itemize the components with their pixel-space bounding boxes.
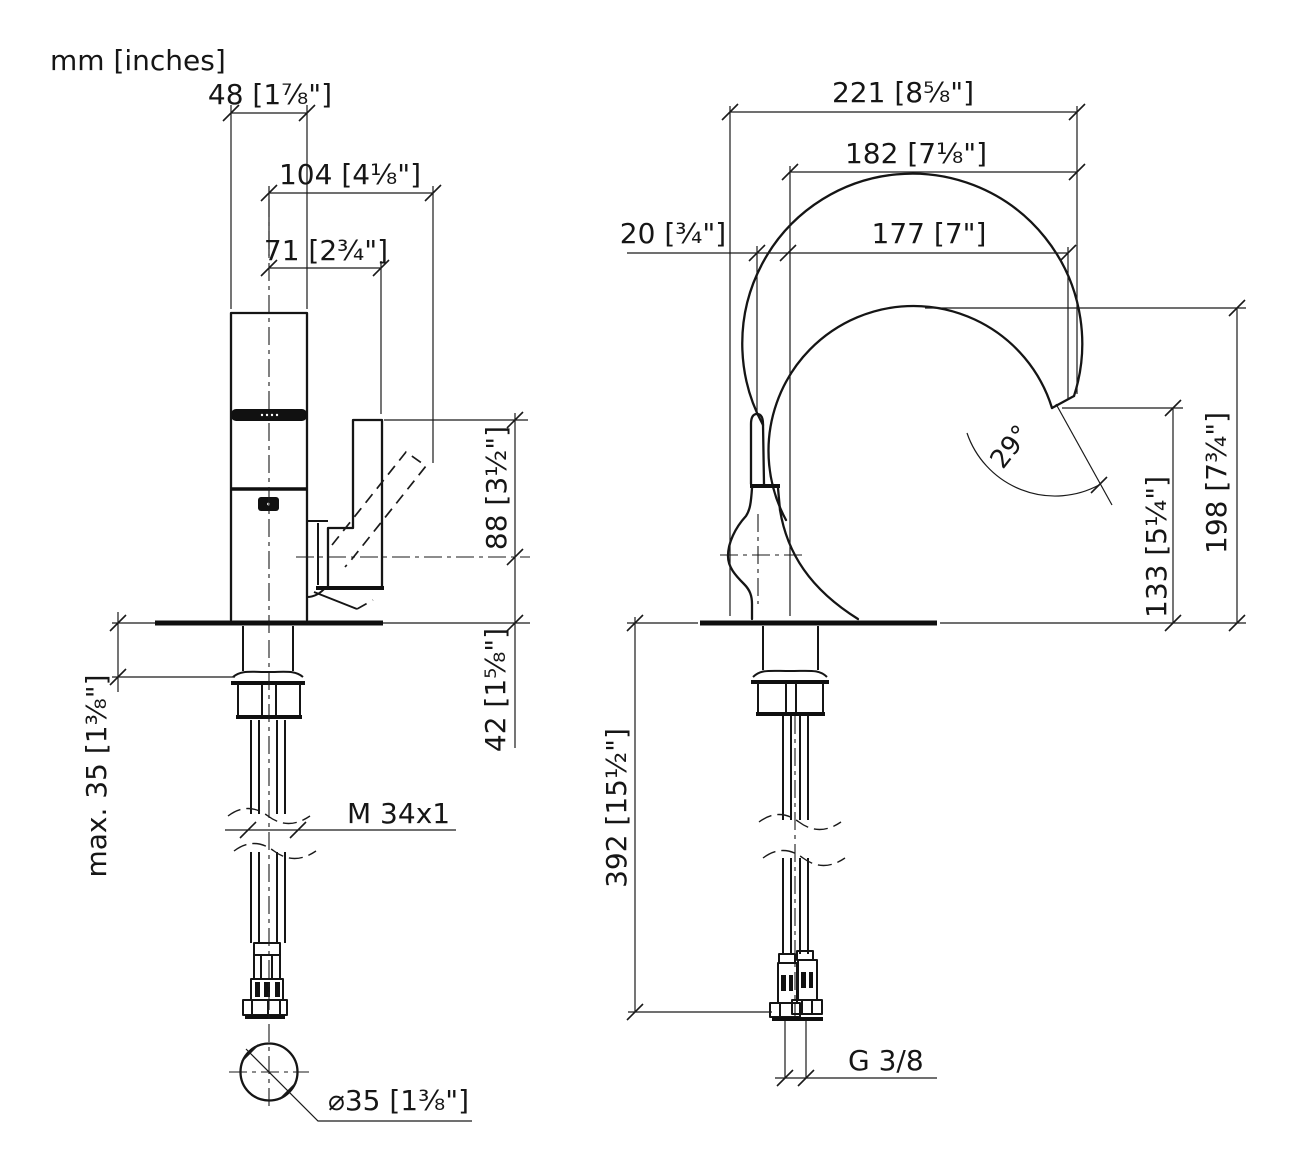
- dim-front-width-top: [222, 104, 316, 309]
- front-break-line-upper: [227, 807, 311, 825]
- side-break-line-lower: [762, 849, 846, 867]
- label-side-supply-thread: G 3/8: [848, 1044, 924, 1077]
- label-side-upper-projection: 182 [7¹⁄₈"]: [845, 137, 987, 170]
- side-hose-connectors: [769, 950, 823, 1078]
- dim-front-outlet-heights: [383, 411, 530, 748]
- side-break-line-upper: [758, 813, 842, 831]
- dimension-graphics: [109, 103, 1246, 1122]
- side-connector-extension-lines: [784, 1021, 807, 1078]
- front-break-line-lower: [233, 842, 317, 860]
- dim-side-reach: [627, 244, 1077, 412]
- side-cartridge-centerlines: [720, 514, 802, 604]
- dim-side-outlet-height: [1062, 399, 1183, 632]
- dim-side-supply-thread-leader: [775, 1069, 937, 1087]
- front-shank-and-nut: [231, 626, 305, 719]
- label-side-handle-offset: 20 [³⁄₄"]: [620, 217, 726, 250]
- front-hose-connectors: [242, 942, 288, 1019]
- label-side-spout-reach: 177 [7"]: [872, 217, 987, 250]
- label-front-hole-diameter: ⌀35 [1³⁄₈"]: [328, 1084, 469, 1117]
- units-label: mm [inches]: [50, 44, 226, 77]
- dim-front-projection: [260, 184, 442, 463]
- dim-front-shank-thread-leader: [225, 821, 456, 839]
- label-side-outlet-height: 133 [5¹⁄₄"]: [1140, 476, 1173, 618]
- label-side-overall-projection: 221 [8⁵⁄₈"]: [832, 76, 974, 109]
- side-supply-hoses: [758, 716, 846, 1016]
- dim-front-spout-width: [260, 259, 390, 414]
- front-supply-hoses: [227, 720, 317, 943]
- label-front-max-thickness: max. 35 [1³⁄₈"]: [80, 675, 113, 878]
- side-body-profile: [726, 486, 860, 621]
- side-spout-tip-face: [1050, 394, 1076, 410]
- side-view: [700, 172, 1084, 1078]
- label-side-spout-angle: 29°: [985, 420, 1037, 475]
- side-spout-arc: [741, 172, 1084, 522]
- dim-side-upper-projection: [781, 163, 1086, 616]
- dim-front-hole-diameter-leader: [241, 1044, 472, 1122]
- label-front-outlet-height: 88 [3¹⁄₂"]: [480, 426, 513, 550]
- dim-side-overall-projection: [721, 103, 1086, 616]
- front-outlet-housing: [306, 418, 384, 598]
- label-front-shank-thread: M 34x1: [347, 797, 450, 830]
- label-front-width-top: 48 [1⁷⁄₈"]: [208, 78, 332, 111]
- dim-side-spout-angle: [966, 403, 1113, 506]
- label-front-spout-width: 71 [2³⁄₄"]: [264, 234, 388, 267]
- front-view: [155, 199, 530, 1110]
- dim-side-overall-height: [925, 299, 1246, 632]
- dim-front-max-thickness: [109, 612, 235, 692]
- label-front-projection: 104 [4¹⁄₈"]: [279, 158, 421, 191]
- side-handle-lever: [749, 412, 780, 488]
- dimension-labels: mm [inches] 48 [1⁷⁄₈"] 104 [4¹⁄₈"] 71 [2…: [50, 44, 1233, 1117]
- dim-side-hose-length: [626, 614, 772, 1021]
- label-front-outlet-to-deck: 42 [1⁵⁄₈"]: [479, 628, 512, 752]
- front-handle-dashed: [313, 450, 428, 610]
- label-side-hose-length: 392 [15¹⁄₂"]: [600, 728, 633, 888]
- label-side-overall-height: 198 [7³⁄₄"]: [1200, 412, 1233, 554]
- side-shank-and-nut: [751, 626, 829, 716]
